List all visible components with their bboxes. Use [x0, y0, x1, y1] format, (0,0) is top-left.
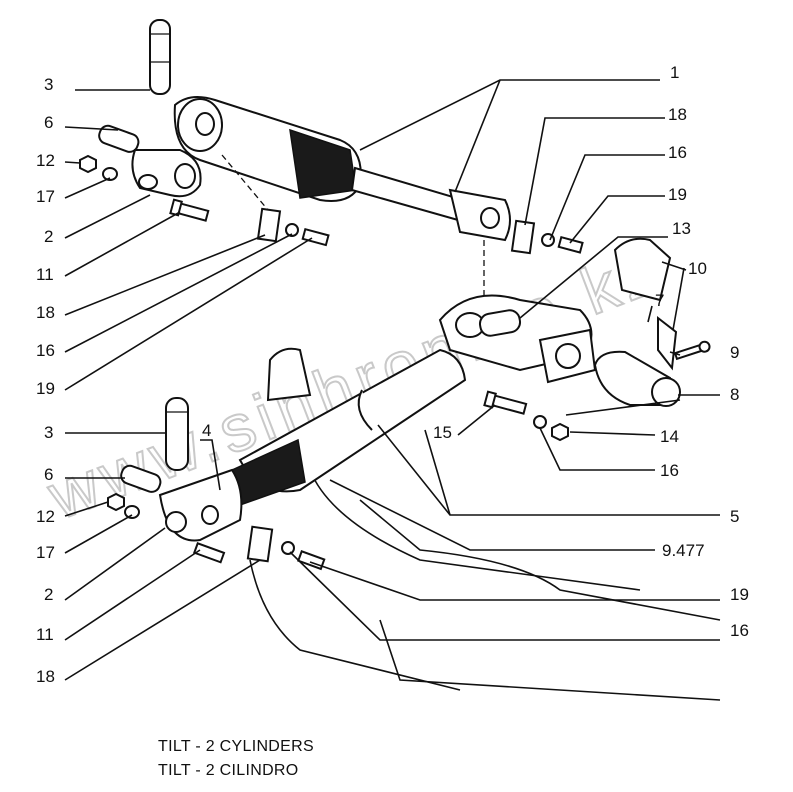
pin-6-lower — [120, 464, 162, 493]
washer-17-top — [102, 167, 118, 181]
callout-label: 8 — [730, 385, 739, 404]
cylinder-1-upper — [173, 95, 511, 242]
callout-label: 16 — [36, 341, 55, 360]
bolt-19-upper-left — [301, 227, 330, 247]
bolt-15 — [483, 390, 528, 415]
bolt-11-lower — [193, 542, 226, 564]
callout-labels: 1 3 6 12 17 2 11 18 16 19 18 16 19 13 10… — [36, 63, 749, 686]
plate-18-upper-left — [256, 207, 282, 243]
clevis-2-lower — [158, 468, 243, 542]
callout-label: 19 — [730, 585, 749, 604]
bolt-19-upper-right — [557, 235, 584, 254]
pin-lower — [165, 397, 189, 471]
callout-label: 7 — [655, 291, 664, 310]
washer-16-center — [533, 415, 547, 429]
pin-6-top — [98, 124, 140, 153]
leader-lines — [64, 79, 720, 681]
callout-label: 1 — [670, 63, 679, 82]
nut-14 — [551, 422, 569, 442]
callout-label: 4 — [202, 421, 211, 440]
callout-label: 18 — [36, 303, 55, 322]
lower-cylinder-assembly — [107, 237, 721, 701]
caption-italian: TILT - 2 CILINDRO — [158, 762, 299, 779]
callout-label: 3 — [44, 423, 53, 442]
callout-label: 19 — [668, 185, 687, 204]
callout-label: 6 — [44, 113, 53, 132]
callout-label: 18 — [668, 105, 687, 124]
washer-17-lower — [124, 505, 140, 519]
callout-label: 18 — [36, 667, 55, 686]
callout-label: 12 — [36, 151, 55, 170]
callout-label: 11 — [36, 625, 54, 644]
bolt-11-top — [169, 198, 210, 222]
callout-label: 19 — [36, 379, 55, 398]
watermark: www.sinhron.co.kz — [38, 232, 671, 534]
washer-16-lower — [281, 541, 295, 555]
callout-label: 16 — [730, 621, 749, 640]
callout-label: 13 — [672, 219, 691, 238]
cylinder-5-lower — [231, 348, 467, 506]
callout-label: 17 — [36, 543, 55, 562]
callout-label: 9.477 — [662, 541, 705, 560]
nut-12-lower — [107, 492, 125, 512]
callout-label: 16 — [660, 461, 679, 480]
nut-12-top — [79, 154, 97, 174]
callout-label: 16 — [668, 143, 687, 162]
callout-label: 11 — [36, 265, 54, 284]
callout-label: 9 — [730, 343, 739, 362]
frame-ear — [266, 347, 312, 402]
clevis-2-top — [131, 149, 202, 198]
cotter-pin-7 — [657, 315, 678, 371]
fork-10 — [613, 237, 672, 302]
pin-top — [149, 19, 171, 95]
shaft-8 — [593, 350, 681, 407]
callout-label: 6 — [44, 465, 53, 484]
plate-18-upper-right — [510, 219, 536, 255]
callout-label: 12 — [36, 507, 55, 526]
callout-label: 3 — [44, 75, 53, 94]
callout-label: 14 — [660, 427, 679, 446]
pin-9 — [673, 340, 711, 361]
callout-label: 15 — [433, 423, 452, 442]
washer-16-upper-left — [285, 223, 299, 237]
callout-label: 2 — [44, 227, 53, 246]
upper-cylinder-assembly — [79, 19, 584, 300]
caption-english: TILT - 2 CYLINDERS — [158, 738, 314, 755]
callout-label: 10 — [688, 259, 707, 278]
callout-label: 5 — [730, 507, 739, 526]
callout-label: 17 — [36, 187, 55, 206]
plate-18-lower — [246, 525, 274, 563]
callout-label: 2 — [44, 585, 53, 604]
